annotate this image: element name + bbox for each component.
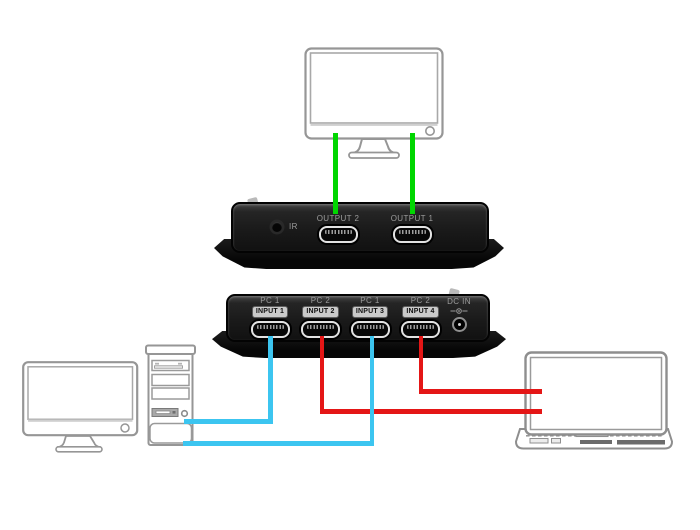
monitor-power-button — [120, 423, 130, 433]
displayport-output-2 — [318, 226, 358, 243]
dc-in-label: DC IN — [447, 297, 471, 306]
laptop-cable-input2-horizontal — [319, 409, 542, 414]
dc-in-group: DC IN — [437, 297, 481, 332]
laptop-cable-input4-horizontal — [418, 389, 542, 394]
input-2-badge: INPUT 2 — [302, 306, 339, 318]
output-port-2-label: OUTPUT 2 — [316, 214, 360, 223]
tower-bay-2 — [151, 373, 190, 387]
laptop-cable-input2-vertical — [319, 336, 324, 413]
drive-button — [178, 362, 182, 365]
monitor-stand — [56, 435, 102, 449]
pc-2-label: PC 2 — [410, 296, 431, 305]
monitor-bezel-shade — [310, 123, 438, 126]
input-3-badge: INPUT 3 — [351, 306, 389, 318]
output-cable-1 — [410, 133, 415, 214]
input-unit-body — [226, 294, 490, 342]
laptop-port — [529, 438, 549, 444]
monitor-stand-base — [348, 151, 400, 159]
laptop-vent — [617, 440, 665, 445]
laptop-cable-input4-vertical — [418, 336, 423, 393]
tower-power-button — [180, 409, 189, 418]
pc-1-label: PC 1 — [260, 296, 280, 305]
displayport-pins — [307, 325, 334, 329]
laptop-screen — [529, 356, 663, 431]
pc-monitor — [22, 361, 139, 453]
output-port-1-group: OUTPUT 1 — [377, 214, 447, 243]
displayport-pins — [256, 325, 284, 329]
monitor-stand — [351, 138, 397, 154]
tower-top-cap — [145, 344, 196, 355]
floppy-eject — [172, 411, 176, 414]
input-4-badge: INPUT 4 — [402, 306, 439, 318]
monitor-stand-base — [55, 446, 103, 453]
tower-bay-3 — [151, 387, 190, 400]
monitor-bezel-shade — [28, 419, 133, 422]
laptop — [514, 351, 674, 450]
displayport-pins — [407, 325, 434, 329]
output-monitor — [304, 47, 444, 159]
floppy-slot — [155, 410, 171, 414]
input-port-4-group: PC 2 INPUT 4 — [393, 296, 449, 338]
tower-cable-input1-vertical — [268, 336, 273, 424]
output-port-1-label: OUTPUT 1 — [390, 214, 434, 223]
dc-jack — [451, 317, 467, 332]
tower-front-panel — [149, 422, 193, 444]
monitor-screen — [27, 366, 134, 421]
ir-sensor — [272, 222, 282, 232]
monitor-power-button — [425, 126, 436, 137]
input-port-3-group: PC 1 INPUT 3 — [342, 296, 398, 338]
tower-cable-input3-vertical — [369, 336, 374, 446]
drive-button — [155, 362, 159, 365]
tower-cable-input3-horizontal — [183, 441, 374, 446]
laptop-port — [551, 438, 561, 444]
tower-cable-input1-horizontal — [184, 419, 273, 424]
ir-label: IR — [289, 222, 298, 231]
input-1-badge: INPUT 1 — [251, 306, 289, 318]
displayport-pins — [356, 325, 384, 329]
displayport-pins — [324, 230, 352, 234]
monitor-screen — [309, 52, 439, 124]
drive-tray-slot — [154, 365, 183, 369]
pc-tower — [145, 344, 196, 446]
input-port-2-group: PC 2 INPUT 2 — [293, 296, 349, 338]
pc-1-label: PC 1 — [360, 296, 380, 305]
displayport-output-1 — [392, 226, 432, 243]
laptop-vent — [580, 440, 612, 444]
output-cable-2 — [333, 133, 338, 214]
input-port-1-group: PC 1 INPUT 1 — [242, 296, 298, 338]
dc-polarity-icon — [450, 308, 468, 314]
output-port-2-group: OUTPUT 2 — [303, 214, 373, 243]
pc-2-label: PC 2 — [310, 296, 331, 305]
displayport-pins — [398, 230, 426, 234]
